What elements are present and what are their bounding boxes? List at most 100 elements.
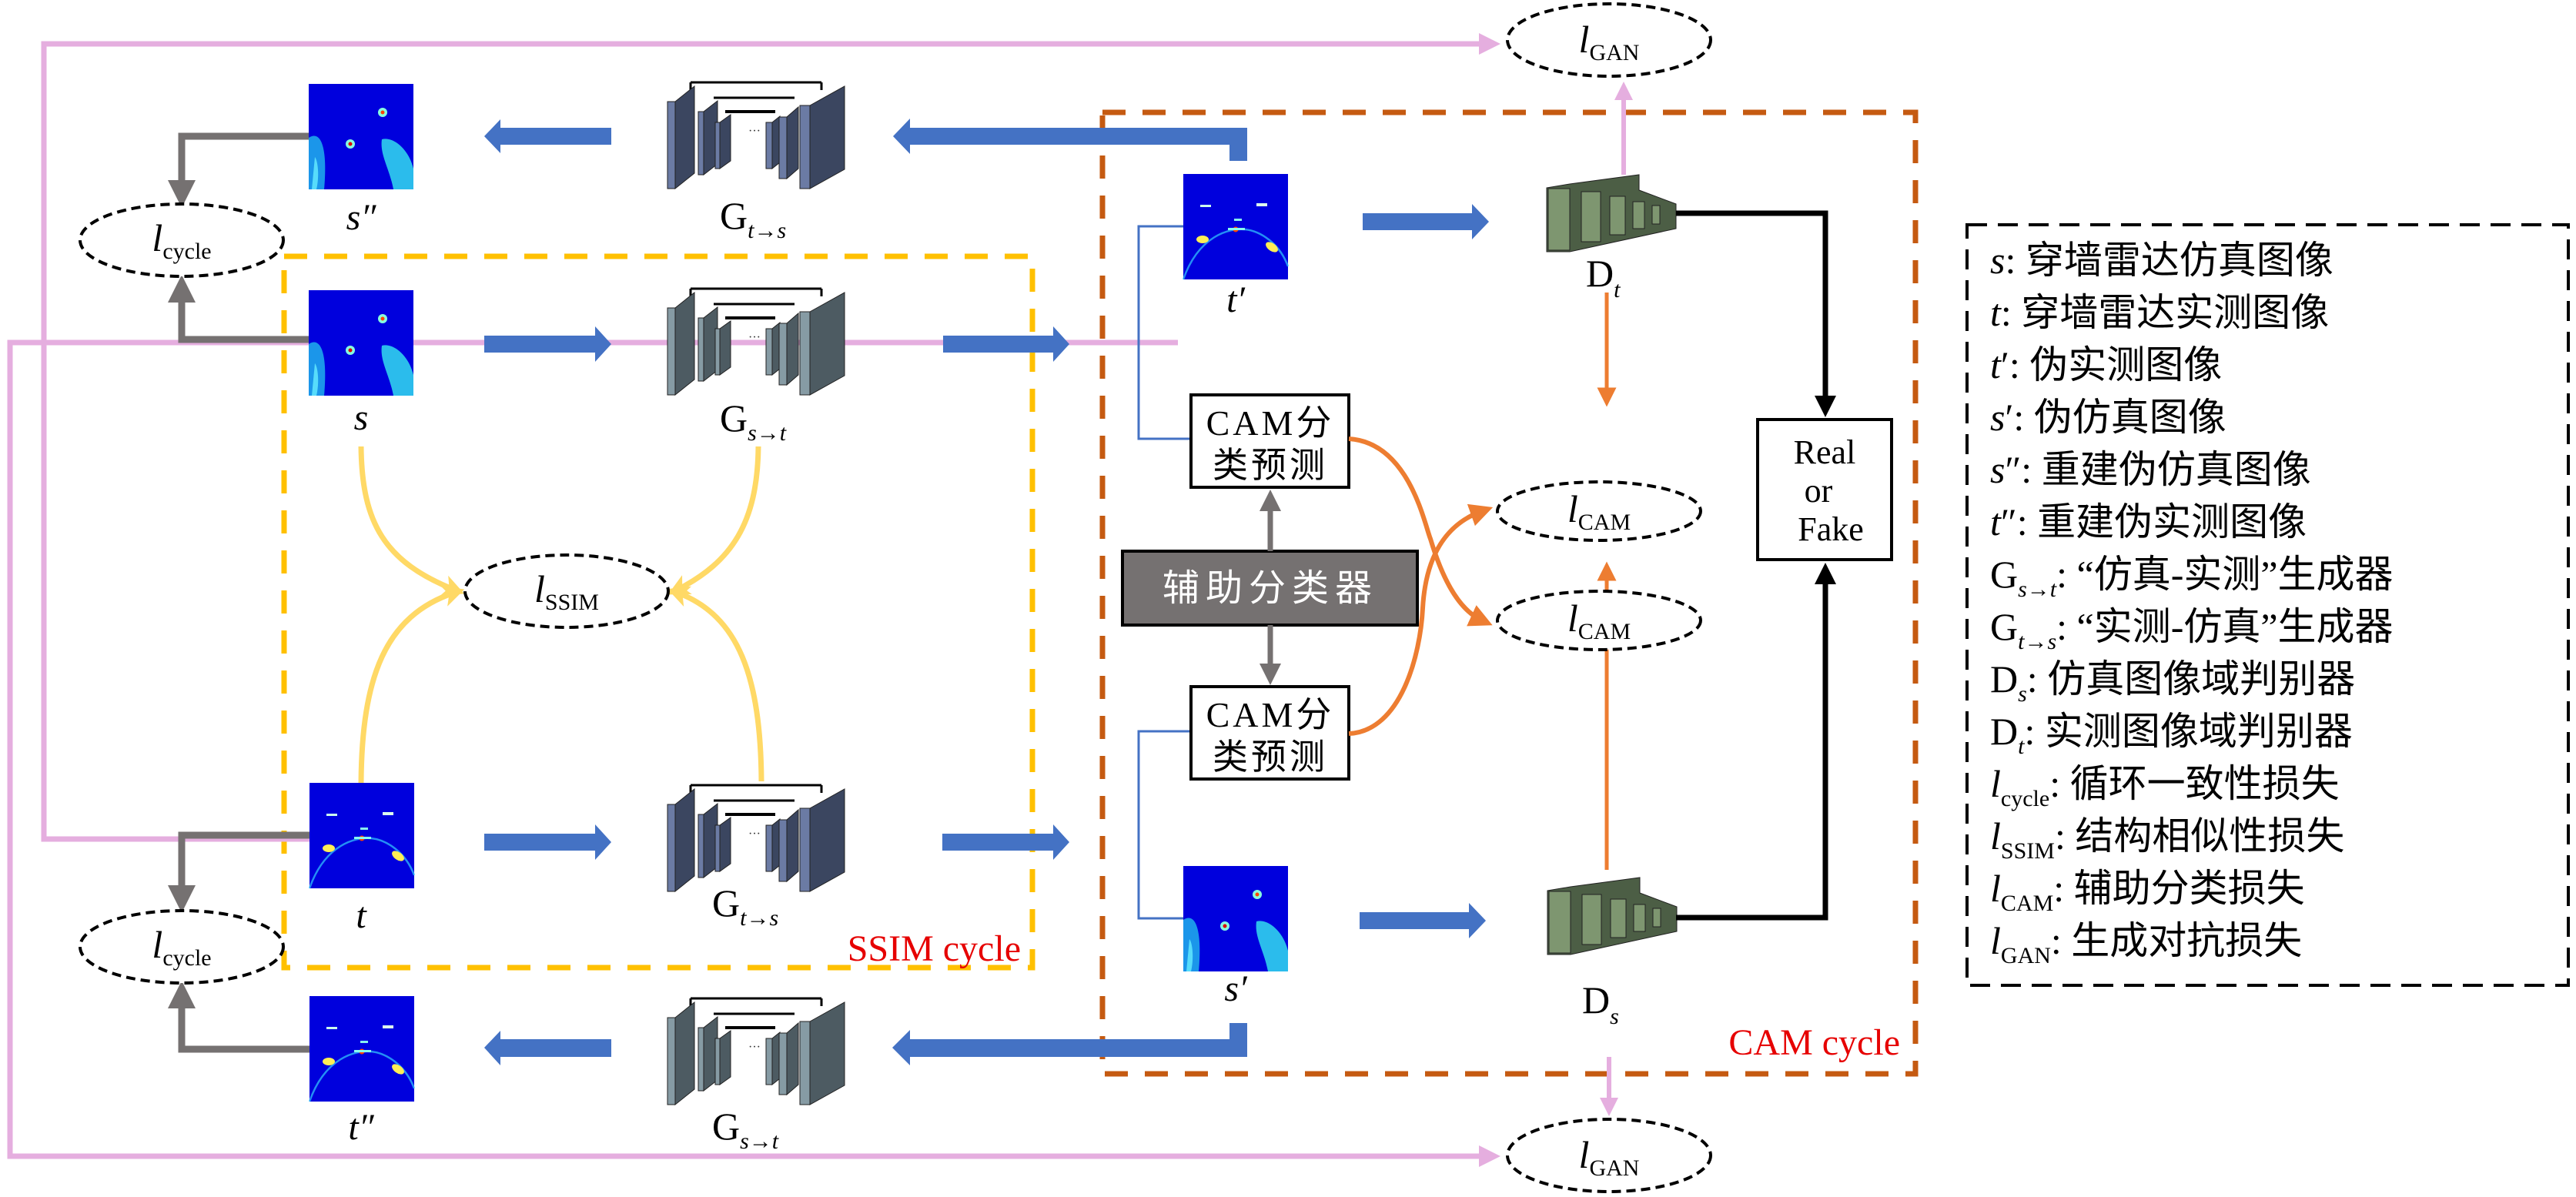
image-s xyxy=(309,290,413,396)
legend-symbol: D xyxy=(1990,710,2018,753)
image-s-prime xyxy=(1183,866,1288,971)
label-s-prime: s′ xyxy=(1224,968,1248,1009)
label-s: s xyxy=(354,397,369,438)
legend-symbol: t xyxy=(1990,500,2002,543)
legend-subscript: SSIM xyxy=(2001,838,2055,864)
svg-text:lCAM: lCAM xyxy=(1567,597,1631,644)
ssim-cycle-label: SSIM cycle xyxy=(848,928,1021,969)
label-d-s: Ds xyxy=(1582,978,1619,1029)
cam-cycle-region xyxy=(1099,109,1919,1077)
cycle-arrow-t-dd xyxy=(168,981,309,1053)
image-s-double-prime xyxy=(309,84,413,189)
line-s-prime-to-cam xyxy=(1137,730,1191,920)
legend-symbol: G xyxy=(1990,605,2018,648)
discriminator-s xyxy=(1547,877,1678,955)
line-ds-to-realfake xyxy=(1676,563,1836,921)
svg-text:lGAN: lGAN xyxy=(1579,1133,1640,1181)
legend-symbol: D xyxy=(1990,657,2018,700)
cycle-arrow-s-dd xyxy=(168,132,309,208)
legend-item: t′: 伪实测图像 xyxy=(1990,343,2222,386)
label-g-t-to-s-top: Gt→s xyxy=(720,194,786,243)
legend-item: Dt: 实测图像域判别器 xyxy=(1990,710,2353,759)
generator-s-to-t-mid xyxy=(666,287,846,396)
loss-cam-bottom: lCAM xyxy=(1496,590,1702,651)
cycle-arrow-s xyxy=(168,275,309,343)
legend-subscript: cycle xyxy=(2001,786,2049,811)
legend-symbol: l xyxy=(1990,867,2001,910)
label-t-double-prime: t″ xyxy=(348,1107,374,1148)
arrow-gts-to-s-prime xyxy=(942,824,1069,860)
cam-prediction-top-line1: CAM分 xyxy=(1206,403,1335,443)
legend-prime: ′ xyxy=(2001,343,2009,386)
loss-gan-top: lGAN xyxy=(1506,2,1712,78)
legend-item: lcycle: 循环一致性损失 xyxy=(1990,762,2340,811)
label-t-prime: t′ xyxy=(1226,279,1246,320)
svg-text:lSSIM: lSSIM xyxy=(534,567,599,615)
legend-subscript: t→s xyxy=(2018,629,2056,654)
legend-description: : 实测图像域判别器 xyxy=(2024,710,2352,753)
cam-top-to-lcam-bottom xyxy=(1348,436,1493,627)
or-label: or xyxy=(1805,472,1833,510)
legend-symbol: l xyxy=(1990,814,2001,858)
cam-prediction-top-line2: 类预测 xyxy=(1213,446,1328,485)
auxiliary-classifier-box xyxy=(1121,550,1419,627)
ssim-curve-gts xyxy=(667,586,764,782)
legend-symbol: G xyxy=(1990,553,2018,596)
legend-symbol: s xyxy=(1990,239,2005,282)
legend-item: lSSIM: 结构相似性损失 xyxy=(1990,814,2344,864)
arrow-t-prime-to-gts xyxy=(893,119,1247,161)
legend-item: s: 穿墙雷达仿真图像 xyxy=(1990,239,2333,282)
legend-description: : 生成对抗损失 xyxy=(2051,919,2302,962)
legend-symbol: s xyxy=(1990,448,2005,491)
svg-text:lCAM: lCAM xyxy=(1567,487,1631,535)
line-t-prime-to-cam xyxy=(1137,225,1191,440)
cam-bottom-to-lcam-top xyxy=(1348,503,1494,736)
legend-subscript: GAN xyxy=(2001,943,2051,968)
legend-box xyxy=(1965,223,2570,987)
fake-label: Fake xyxy=(1798,510,1864,548)
legend-description: : 穿墙雷达实测图像 xyxy=(2001,291,2329,334)
cycle-arrow-t xyxy=(168,831,309,913)
ssim-curve-t xyxy=(358,586,465,784)
arrow-t-prime-to-dt xyxy=(1363,204,1489,239)
legend-description: : 穿墙雷达仿真图像 xyxy=(2005,239,2333,282)
svg-text:lcycle: lcycle xyxy=(152,923,211,971)
image-t xyxy=(308,781,416,890)
legend-symbol: s xyxy=(1990,396,2005,439)
label-g-s-to-t-mid: Gs→t xyxy=(720,396,787,446)
loss-ssim: lSSIM xyxy=(463,553,670,629)
image-t-double-prime xyxy=(308,995,416,1103)
loss-gan-bottom: lGAN xyxy=(1506,1118,1712,1193)
legend-prime: ″ xyxy=(2001,500,2017,543)
arrow-gst-to-t-prime xyxy=(943,326,1069,362)
ssim-cycle-region xyxy=(281,253,1035,971)
real-label: Real xyxy=(1794,433,1856,471)
cam-cycle-label: CAM cycle xyxy=(1728,1022,1900,1063)
legend-item: lGAN: 生成对抗损失 xyxy=(1990,919,2302,968)
generator-t-to-s-mid xyxy=(666,784,846,893)
arrow-gts-to-s-dd xyxy=(484,119,611,153)
generator-s-to-t-bot xyxy=(666,997,846,1106)
generator-t-to-s-top xyxy=(666,81,846,190)
auxiliary-classifier-label: 辅助分类器 xyxy=(1163,568,1378,609)
legend-prime: ′ xyxy=(2005,396,2013,439)
legend-symbol: l xyxy=(1990,762,2001,805)
gan-line-inner xyxy=(7,339,1500,1167)
loss-cycle-bottom: lcycle xyxy=(79,909,285,985)
label-t: t xyxy=(356,895,367,936)
arrow-t-to-gts xyxy=(484,824,611,860)
arrow-s-to-gst xyxy=(484,326,611,362)
legend-item: Gt→s: “实测-仿真”生成器 xyxy=(1990,605,2394,654)
cam-prediction-box-top xyxy=(1189,393,1350,489)
cam-prediction-bottom-line2: 类预测 xyxy=(1213,737,1328,777)
legend-description: : 重建伪仿真图像 xyxy=(2021,448,2310,491)
image-t-prime xyxy=(1182,172,1290,281)
legend-prime: ″ xyxy=(2005,448,2021,491)
loss-cycle-top: lcycle xyxy=(79,202,285,278)
svg-text:lGAN: lGAN xyxy=(1579,18,1640,65)
label-g-s-to-t-bot: Gs→t xyxy=(712,1105,779,1154)
ssim-curves xyxy=(358,446,764,784)
cam-prediction-bottom-line1: CAM分 xyxy=(1206,695,1335,734)
